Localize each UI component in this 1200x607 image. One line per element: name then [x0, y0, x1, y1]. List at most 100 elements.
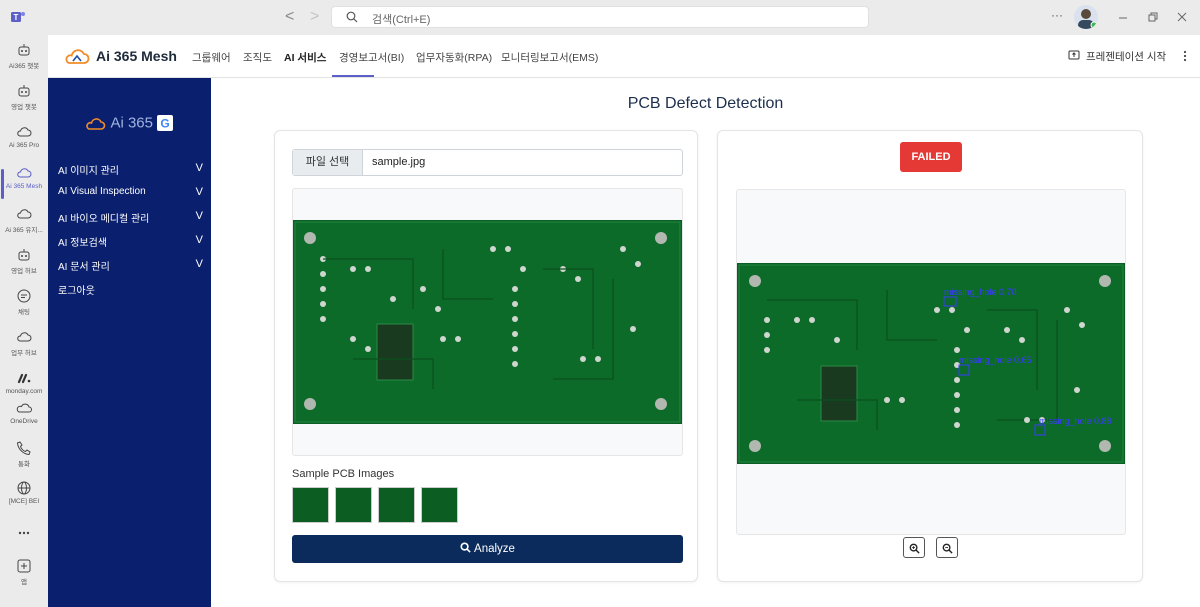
svg-text:G: G: [161, 116, 170, 130]
rail-item-apps[interactable]: 앱: [0, 558, 48, 598]
chevron-down-icon: V: [195, 210, 203, 222]
rail-item-calls[interactable]: 통화: [0, 440, 48, 480]
search-input[interactable]: 검색(Ctrl+E): [331, 6, 869, 28]
zoom-in-icon: [909, 543, 920, 554]
pcb-result-image: missing_hole 0.70 missing_hole 0.65 miss…: [737, 263, 1125, 464]
file-select-button[interactable]: 파일 선택: [293, 150, 363, 175]
robot-icon: [18, 249, 30, 261]
cloud-icon: [17, 127, 32, 137]
cloud-icon: [17, 209, 32, 219]
rail-item-ai365-maintenance[interactable]: Ai 365 유지...: [0, 206, 48, 246]
robot-icon: [18, 44, 30, 56]
title-bar: T < > 검색(Ctrl+E) ···: [0, 0, 1200, 35]
sidebar-item-logout[interactable]: 로그아웃: [58, 286, 95, 297]
menu-bi-report[interactable]: 경영보고서(BI): [339, 52, 405, 64]
rail-item-ai365-chatbot[interactable]: Ai365 챗봇: [0, 42, 48, 82]
sample-thumbnail-3[interactable]: [378, 487, 415, 523]
zoom-in-button[interactable]: [903, 537, 925, 558]
brand-name: Ai 365 Mesh: [96, 48, 177, 64]
sample-images-label: Sample PCB Images: [292, 468, 395, 480]
active-menu-underline: [332, 75, 374, 77]
present-button[interactable]: 프레젠테이션 시작: [1086, 51, 1167, 63]
pcb-image: [293, 220, 682, 424]
forward-button[interactable]: >: [310, 8, 320, 25]
detection-label-1: missing_hole 0.70: [944, 287, 1017, 297]
menu-ai-service[interactable]: AI 서비스: [284, 52, 327, 64]
menu-rpa[interactable]: 업무자동화(RPA): [416, 52, 493, 64]
teams-icon: T: [11, 12, 25, 22]
minimize-icon[interactable]: [1118, 13, 1128, 23]
cloud-icon: [17, 168, 32, 178]
sample-thumbnail-1[interactable]: [292, 487, 329, 523]
brand-logo-icon: [65, 49, 90, 64]
analyze-button[interactable]: Analyze: [292, 535, 683, 563]
rail-item-ai365-mesh[interactable]: Ai 365 Mesh: [0, 165, 48, 205]
rail-more-button[interactable]: [0, 525, 48, 565]
more-icon: [18, 531, 30, 535]
rail-active-indicator: [1, 169, 4, 199]
globe-icon: [17, 481, 31, 495]
detection-label-2: missing_hole 0.65: [959, 355, 1032, 365]
phone-icon: [16, 441, 31, 456]
chat-icon: [17, 289, 31, 303]
upload-card: 파일 선택 sample.jpg Sample PCB Images: [274, 130, 698, 582]
menu-org-chart[interactable]: 조직도: [243, 52, 272, 64]
page-title: PCB Defect Detection: [627, 95, 784, 112]
rail-item-monday[interactable]: monday.com: [0, 370, 48, 410]
sidebar-logo: Ai 365 G: [84, 114, 174, 132]
app-header: Ai 365 Mesh 그룹웨어 조직도 AI 서비스 경영보고서(BI) 업무…: [48, 35, 1200, 78]
sample-thumbnail-4[interactable]: [421, 487, 458, 523]
google-icon: G: [157, 114, 174, 131]
restore-icon[interactable]: [1148, 12, 1158, 22]
result-image: missing_hole 0.70 missing_hole 0.65 miss…: [736, 189, 1126, 535]
chevron-down-icon: V: [195, 258, 203, 270]
detection-label-3: missing_hole 0.88: [1039, 416, 1112, 426]
rail-item-chat[interactable]: 채팅: [0, 288, 48, 328]
chevron-down-icon: V: [195, 162, 203, 174]
image-preview: [292, 188, 683, 456]
svg-text:T: T: [14, 13, 19, 22]
chevron-down-icon: V: [195, 186, 203, 198]
file-input[interactable]: 파일 선택 sample.jpg: [292, 149, 683, 176]
close-icon[interactable]: [1177, 12, 1187, 22]
rail-item-sales-chatbot[interactable]: 영업 챗봇: [0, 83, 48, 123]
monday-icon: [17, 373, 31, 384]
status-badge: FAILED: [900, 142, 962, 172]
user-avatar-icon: [1078, 9, 1098, 29]
rail-item-mce-bei[interactable]: [MCE] BEI: [0, 480, 48, 520]
chevron-down-icon: V: [195, 234, 203, 246]
plus-icon: [17, 559, 31, 573]
robot-icon: [18, 85, 30, 97]
app-rail: Ai365 챗봇 영업 챗봇 Ai 365 Pro Ai 365 Mesh Ai…: [0, 35, 48, 607]
rail-item-ai365-pro[interactable]: Ai 365 Pro: [0, 124, 48, 164]
sample-thumbnail-2[interactable]: [335, 487, 372, 523]
rail-item-sales-hub[interactable]: 영업 허브: [0, 247, 48, 287]
rail-item-work-hub[interactable]: 업무 허브: [0, 329, 48, 369]
more-options-button[interactable]: ···: [1051, 8, 1063, 22]
zoom-out-icon: [942, 543, 953, 554]
cloud-logo-icon: [86, 117, 106, 130]
menu-ems-report[interactable]: 모니터링보고서(EMS): [501, 52, 599, 64]
sidebar-logo-text: Ai 365: [110, 114, 153, 132]
zoom-out-button[interactable]: [936, 537, 958, 558]
file-name: sample.jpg: [372, 156, 426, 168]
cloud-icon: [17, 332, 32, 342]
menu-groupware[interactable]: 그룹웨어: [192, 52, 231, 64]
rail-item-onedrive[interactable]: OneDrive: [0, 400, 48, 440]
result-card: FAILED: [717, 130, 1143, 582]
present-icon: [1068, 50, 1080, 60]
avatar[interactable]: [1074, 5, 1098, 29]
back-button[interactable]: <: [285, 8, 295, 25]
search-icon: [460, 542, 471, 553]
more-vert-icon[interactable]: [1183, 50, 1187, 62]
onedrive-icon: [16, 403, 32, 413]
main-content: PCB Defect Detection 파일 선택 sample.jpg: [211, 78, 1200, 607]
search-placeholder: 검색(Ctrl+E): [372, 14, 431, 26]
search-icon: [346, 11, 358, 23]
